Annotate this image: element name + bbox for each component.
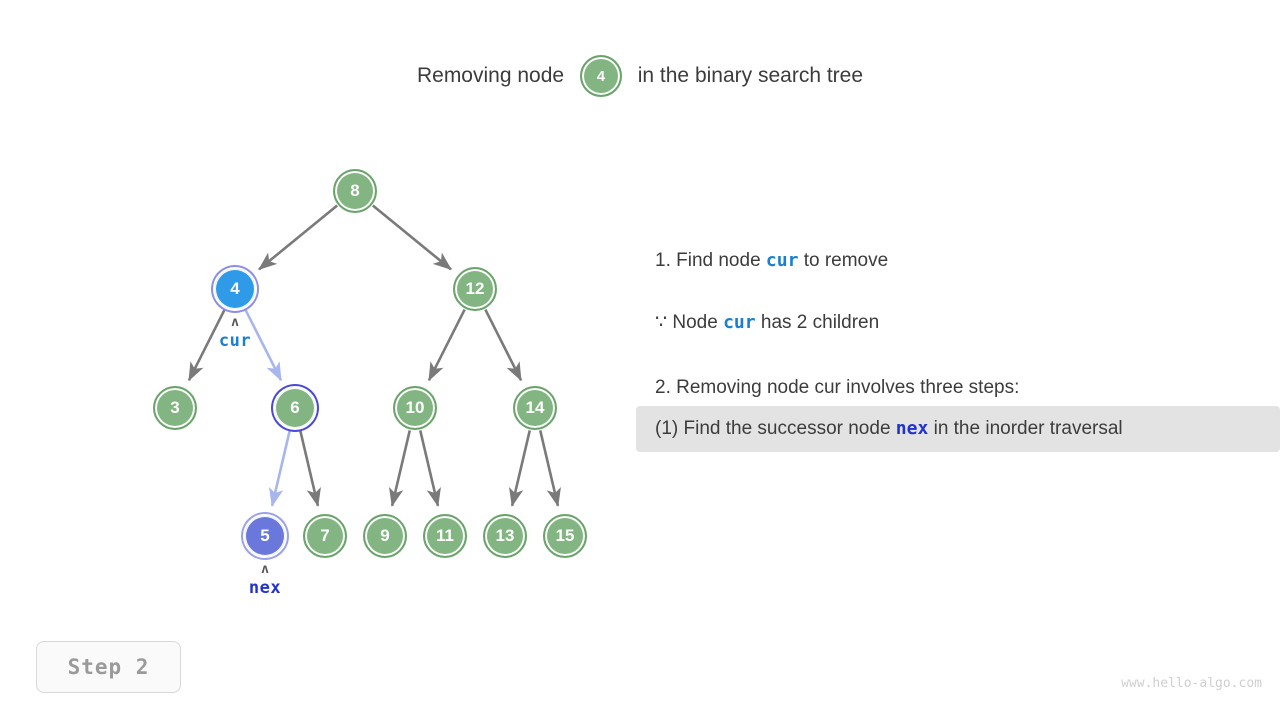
tree-node-14[interactable]: 14 (513, 386, 557, 430)
tree-node-4[interactable]: 4 (213, 267, 257, 311)
tree-node-6[interactable]: 6 (273, 386, 317, 430)
tree-edge (427, 308, 466, 382)
tree-edge (371, 204, 452, 271)
line4-text-b: in the inorder traversal (928, 418, 1123, 439)
line2-text-b: has 2 children (755, 312, 880, 333)
tree-edge (509, 430, 532, 507)
page-title: Removing node 4 in the binary search tre… (0, 55, 1280, 97)
tree-edge (258, 204, 339, 271)
tree-edge (187, 308, 226, 382)
tree-node-10[interactable]: 10 (393, 386, 437, 430)
tree-edge (484, 308, 523, 382)
tree-edges (187, 204, 561, 507)
pointer-nex-label: nex (248, 578, 282, 598)
keyword-cur: cur (723, 312, 756, 333)
keyword-cur: cur (765, 250, 799, 271)
tree-node-13[interactable]: 13 (483, 514, 527, 558)
title-text-after: in the binary search tree (631, 64, 864, 87)
step-badge: Step 2 (36, 641, 181, 693)
line4-text-a: (1) Find the successor node (655, 418, 896, 439)
tree-edge (244, 308, 283, 382)
caret-icon: ʌ (261, 562, 269, 577)
title-text-before: Removing node (416, 64, 570, 87)
tree-node-15[interactable]: 15 (543, 514, 587, 558)
title-node-badge: 4 (579, 55, 622, 97)
keyword-nex: nex (895, 418, 929, 439)
tree-edge (298, 430, 321, 507)
explanation-line-4-highlighted: (1) Find the successor node nex in the i… (636, 406, 1280, 452)
pointer-cur: ʌ cur (213, 315, 257, 351)
line1-text-a: 1. Find node (655, 250, 766, 271)
explanation-line-3: 2. Removing node cur involves three step… (655, 377, 1020, 398)
tree-edge (269, 430, 292, 507)
explanation-panel: 1. Find node cur to remove ∵ Node cur ha… (636, 246, 1280, 452)
watermark: www.hello-algo.com (1121, 676, 1262, 691)
explanation-line-2: ∵ Node cur has 2 children (636, 308, 1280, 338)
tree-node-5[interactable]: 5 (243, 514, 287, 558)
pointer-nex: ʌ nex (243, 562, 287, 598)
tree-edge (418, 430, 441, 507)
tree-node-11[interactable]: 11 (423, 514, 467, 558)
line2-text-a: ∵ Node (655, 312, 724, 333)
tree-node-8[interactable]: 8 (333, 169, 377, 213)
tree-node-3[interactable]: 3 (153, 386, 197, 430)
tree-node-12[interactable]: 12 (453, 267, 497, 311)
explanation-line-1: 1. Find node cur to remove (636, 246, 1280, 276)
caret-icon: ʌ (231, 315, 239, 330)
line1-text-b: to remove (798, 250, 889, 271)
tree-node-9[interactable]: 9 (363, 514, 407, 558)
pointer-cur-label: cur (218, 331, 252, 351)
tree-edge (389, 430, 412, 507)
tree-node-7[interactable]: 7 (303, 514, 347, 558)
tree-edge (538, 430, 561, 507)
